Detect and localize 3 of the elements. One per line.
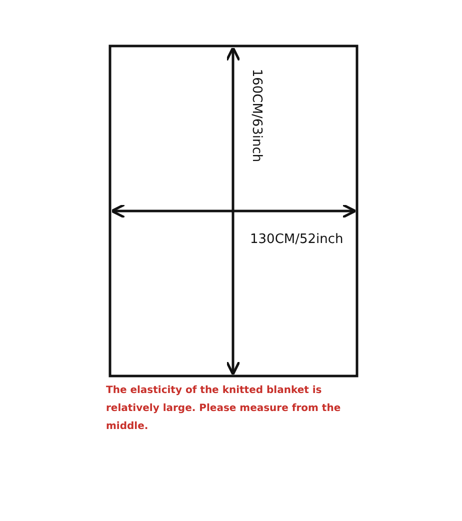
dimension-label: 160CM/63inch [249,68,264,162]
note-text: The elasticity of the knitted blanket is relatively large. Please measure from the middle. [106,384,342,434]
dimension-label: 130CM/52inch [250,232,344,247]
